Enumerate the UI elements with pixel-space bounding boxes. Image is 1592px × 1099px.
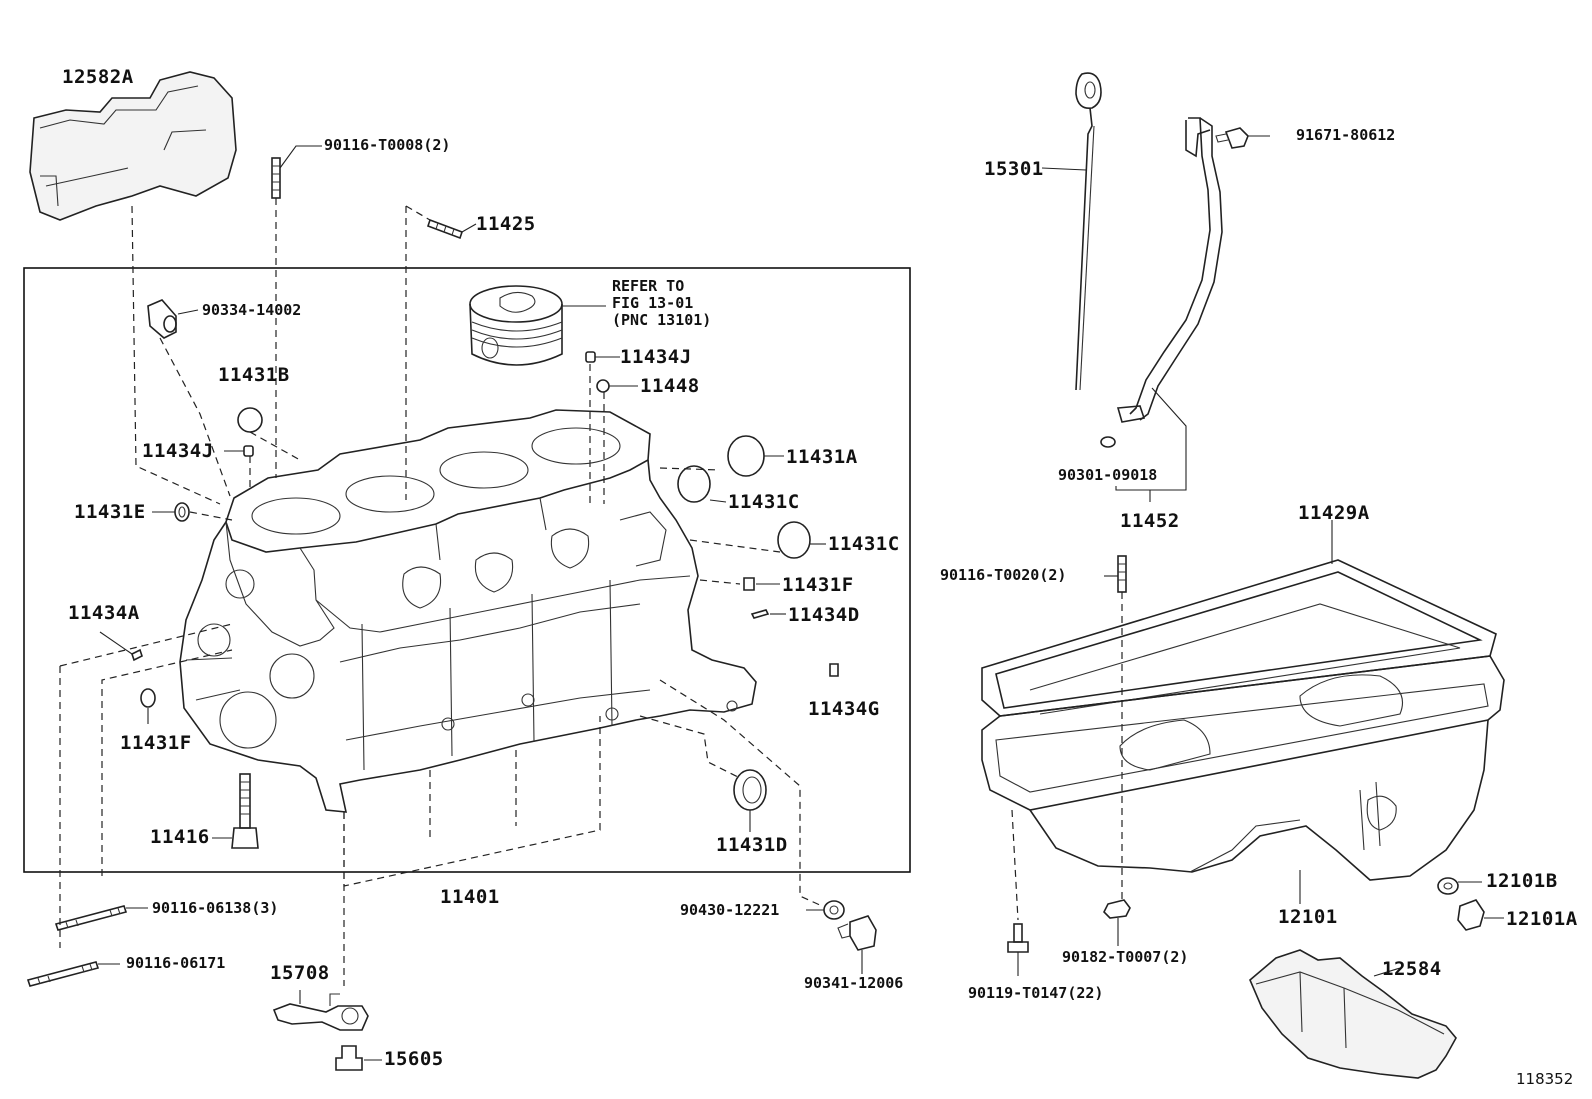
label-11431b[interactable]: 11431B	[218, 364, 290, 386]
oil-pressure-sender-15708-shape	[272, 993, 369, 1031]
label-11448[interactable]: 11448	[640, 375, 700, 397]
dipstick-15301-shape	[1075, 72, 1102, 391]
stud-90116-t0020-shape	[1117, 555, 1127, 593]
drain-plug-12101a-shape	[1457, 899, 1485, 931]
label-15301[interactable]: 15301	[984, 158, 1044, 180]
label-12101b[interactable]: 12101B	[1486, 870, 1558, 892]
label-12582a[interactable]: 12582A	[62, 66, 134, 88]
label-11425[interactable]: 11425	[476, 213, 536, 235]
plug-11434j-top-shape	[585, 351, 596, 363]
label-90334-14002[interactable]: 90334-14002	[202, 301, 302, 319]
plug-15605-shape	[335, 1045, 363, 1071]
plug-11431b-shape	[237, 407, 263, 433]
label-12101[interactable]: 12101	[1278, 906, 1338, 928]
label-15708[interactable]: 15708	[270, 962, 330, 984]
plug-90334-shape	[147, 299, 177, 339]
pin-11434g-shape	[829, 663, 839, 677]
label-11434d[interactable]: 11434D	[788, 604, 860, 626]
pin-11434a-shape	[131, 648, 143, 662]
label-90301-09018[interactable]: 90301-09018	[1058, 466, 1158, 484]
oil-pan-12101-shape	[981, 559, 1505, 881]
piston-reference-shape	[469, 285, 563, 366]
stud-90116-06138-shape	[54, 905, 128, 931]
label-90119-t0147[interactable]: 90119-T0147(22)	[968, 984, 1104, 1002]
label-11434j-left[interactable]: 11434J	[142, 440, 214, 462]
label-11434g[interactable]: 11434G	[808, 698, 880, 720]
baffle-12584-shape	[1249, 949, 1457, 1079]
plug-11448-shape	[596, 379, 610, 393]
label-11431c-2[interactable]: 11431C	[828, 533, 900, 555]
label-90116-t0008[interactable]: 90116-T0008(2)	[324, 136, 451, 154]
refer-note-line1: REFER TO	[612, 277, 685, 295]
label-15605[interactable]: 15605	[384, 1048, 444, 1070]
label-11431f-right[interactable]: 11431F	[782, 574, 854, 596]
label-90341-12006[interactable]: 90341-12006	[804, 974, 904, 992]
figure-number: 118352	[1516, 1070, 1574, 1088]
label-90116-06138[interactable]: 90116-06138(3)	[152, 899, 279, 917]
cylinder-block-frame	[23, 267, 911, 873]
label-11401[interactable]: 11401	[440, 886, 500, 908]
stud-90116-t0008-shape	[271, 157, 281, 199]
plug-11431c-1-shape	[677, 465, 711, 503]
label-11431f-left[interactable]: 11431F	[120, 732, 192, 754]
label-11431d[interactable]: 11431D	[716, 834, 788, 856]
engine-undercover-12582a-shape	[29, 71, 237, 221]
plug-11431f-right-shape	[743, 577, 755, 591]
plug-11431a-shape	[727, 435, 765, 477]
drain-plug-90341-shape	[837, 915, 877, 951]
pin-11434d-shape	[750, 609, 770, 619]
label-91671-80612[interactable]: 91671-80612	[1296, 126, 1396, 144]
dipstick-guide-11452-shape	[1116, 117, 1223, 423]
gasket-12101b-shape	[1437, 877, 1459, 895]
label-11431c-1[interactable]: 11431C	[728, 491, 800, 513]
plug-11434j-left-shape	[243, 445, 254, 457]
gasket-90430-shape	[823, 900, 845, 920]
label-90116-06171[interactable]: 90116-06171	[126, 954, 226, 972]
nut-90182-shape	[1103, 899, 1131, 919]
plug-11431e-shape	[174, 502, 190, 522]
label-11452[interactable]: 11452	[1120, 510, 1180, 532]
stud-11425-shape	[426, 218, 464, 240]
label-90430-12221[interactable]: 90430-12221	[680, 901, 780, 919]
label-11431a[interactable]: 11431A	[786, 446, 858, 468]
label-11429a[interactable]: 11429A	[1298, 502, 1370, 524]
label-11434j-top[interactable]: 11434J	[620, 346, 692, 368]
refer-note-line3: (PNC 13101)	[612, 311, 712, 329]
stud-90116-06171-shape	[26, 961, 100, 987]
bolt-90119-shape	[1007, 923, 1029, 953]
plug-11431c-2-shape	[777, 521, 811, 559]
plug-11431f-left-shape	[140, 688, 156, 708]
bolt-91671-shape	[1215, 127, 1249, 149]
label-12584[interactable]: 12584	[1382, 958, 1442, 980]
cylinder-block-11401-shape	[179, 409, 757, 813]
label-12101a[interactable]: 12101A	[1506, 908, 1578, 930]
label-11416[interactable]: 11416	[150, 826, 210, 848]
label-11434a[interactable]: 11434A	[68, 602, 140, 624]
label-90116-t0020[interactable]: 90116-T0020(2)	[940, 566, 1067, 584]
label-11431e[interactable]: 11431E	[74, 501, 146, 523]
refer-note-line2[interactable]: FIG 13-01	[612, 294, 694, 312]
label-90182-t0007[interactable]: 90182-T0007(2)	[1062, 948, 1189, 966]
bolt-11416-shape	[231, 773, 259, 849]
oil-seal-11431d-shape	[733, 769, 767, 811]
o-ring-90301-shape	[1100, 436, 1116, 448]
